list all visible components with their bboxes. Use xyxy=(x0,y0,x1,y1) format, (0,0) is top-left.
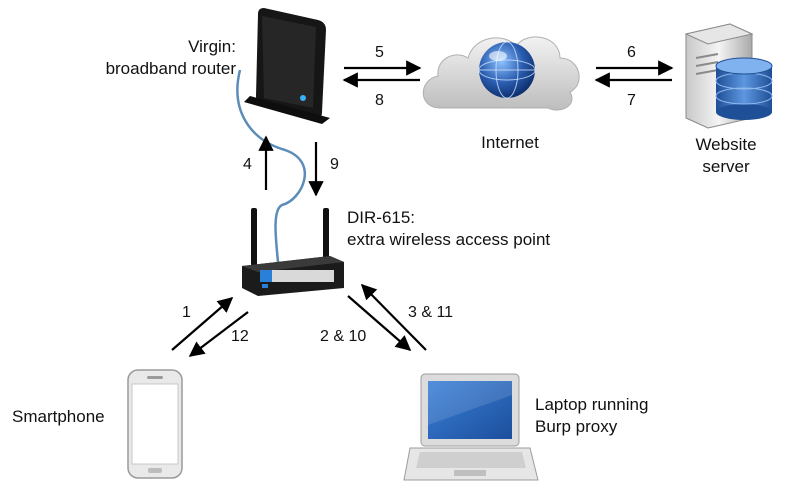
arrows xyxy=(171,60,674,357)
access-point-icon xyxy=(242,208,344,296)
smartphone-label: Smartphone xyxy=(12,407,105,426)
arrow-2-10 xyxy=(347,295,412,352)
internet-label: Internet xyxy=(481,133,539,152)
laptop-label-line1: Laptop running xyxy=(535,395,649,414)
arrow-12-label: 12 xyxy=(231,328,249,345)
arrow-4-label: 4 xyxy=(243,156,252,173)
arrow-8-label: 8 xyxy=(375,92,384,109)
laptop-label-line2: Burp proxy xyxy=(535,417,618,436)
arrow-3-11-label: 3 & 11 xyxy=(408,304,454,321)
arrow-7-label: 7 xyxy=(627,92,636,109)
website-server-icon xyxy=(684,23,773,129)
access-point-label-line1: DIR-615: xyxy=(347,208,416,227)
router-label-line2: broadband router xyxy=(105,59,236,78)
arrow-12 xyxy=(188,311,249,357)
router-label: Virgin: broadband router xyxy=(60,36,236,80)
arrow-9-label: 9 xyxy=(330,156,339,173)
access-point-label: DIR-615: extra wireless access point xyxy=(347,207,550,251)
access-point-label-line2: extra wireless access point xyxy=(347,230,551,249)
smartphone-icon xyxy=(127,369,183,479)
ethernet-cable xyxy=(236,69,307,263)
server-label-line1: Website xyxy=(695,135,757,154)
arrow-2-10-label: 2 & 10 xyxy=(320,328,367,345)
server-label: Website server xyxy=(676,134,776,178)
arrow-5-label: 5 xyxy=(375,44,384,61)
server-label-line2: server xyxy=(702,157,750,176)
internet-cloud-icon xyxy=(422,36,580,111)
broadband-router-icon xyxy=(244,8,330,124)
laptop-icon xyxy=(403,373,539,481)
arrow-3-11 xyxy=(360,283,427,351)
router-label-line1: Virgin: xyxy=(188,37,236,56)
laptop-label: Laptop running Burp proxy xyxy=(535,394,648,438)
arrow-6-label: 6 xyxy=(627,44,636,61)
arrow-1-label: 1 xyxy=(182,304,191,321)
arrow-1 xyxy=(171,296,234,351)
